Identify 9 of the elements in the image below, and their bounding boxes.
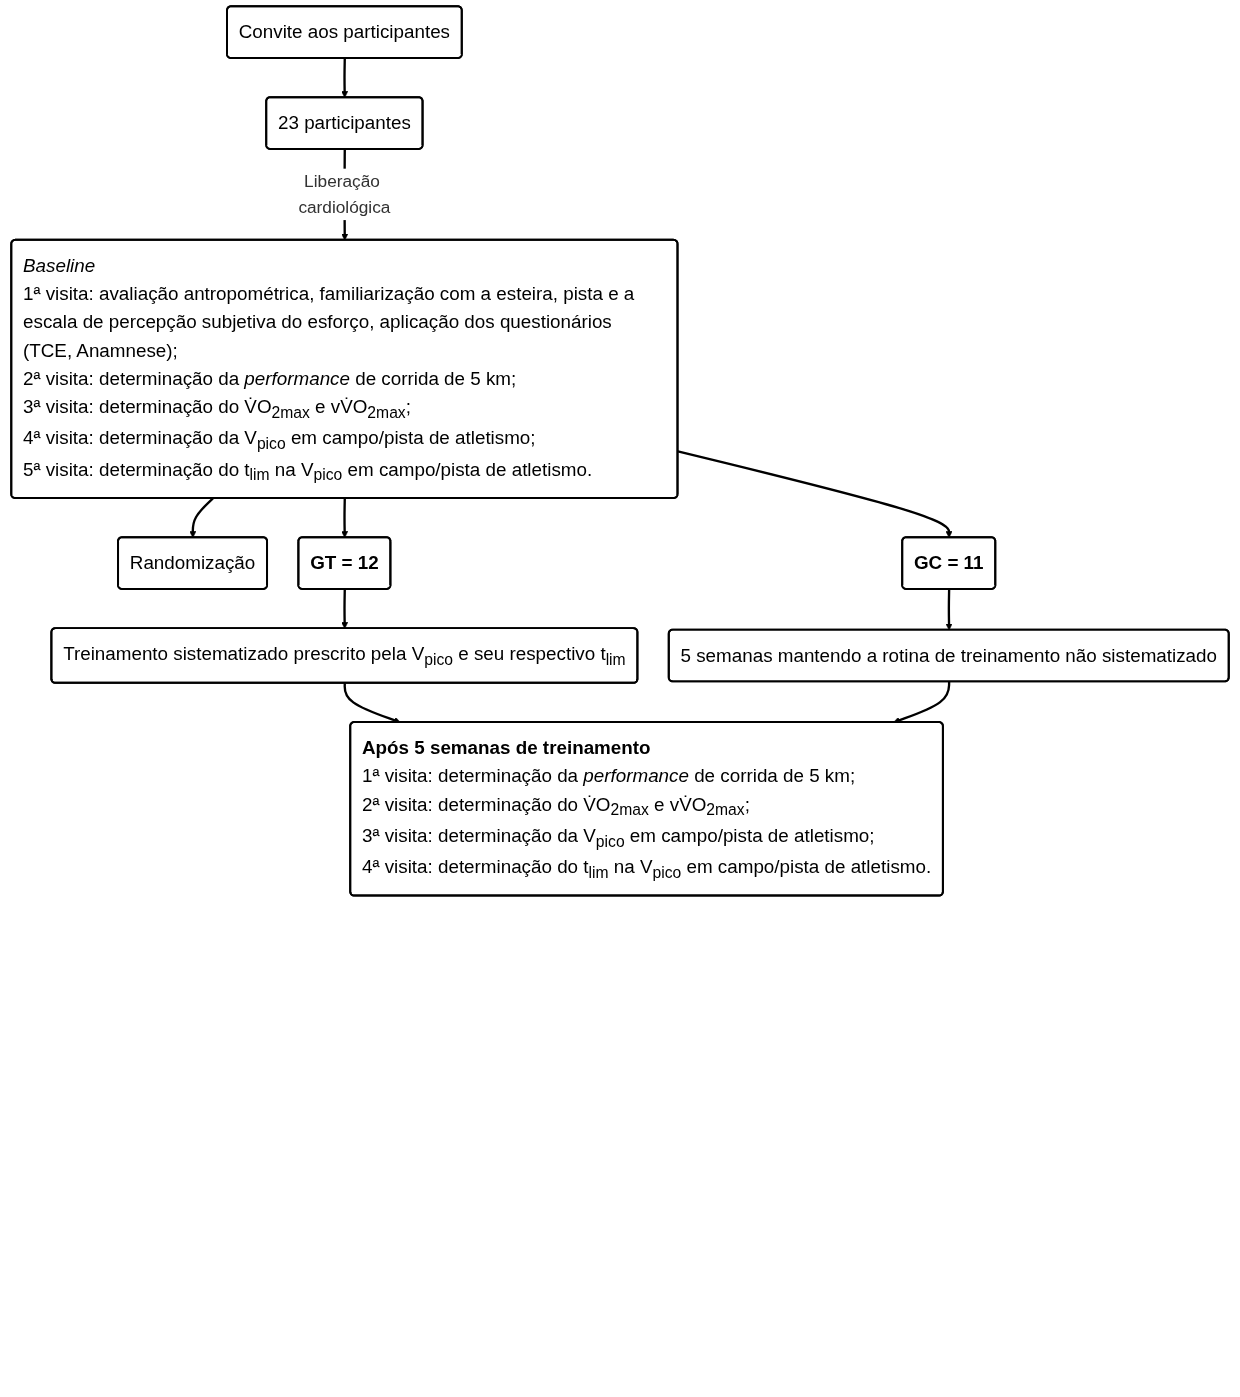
arrow bbox=[189, 497, 214, 538]
edge-label: Liberação cardiológica bbox=[298, 171, 391, 218]
arrow bbox=[677, 450, 953, 538]
arrow bbox=[945, 589, 953, 631]
arrow bbox=[341, 589, 349, 629]
arrow bbox=[341, 498, 349, 538]
arrow bbox=[343, 683, 401, 724]
arrow bbox=[341, 58, 349, 98]
arrow bbox=[893, 681, 951, 724]
